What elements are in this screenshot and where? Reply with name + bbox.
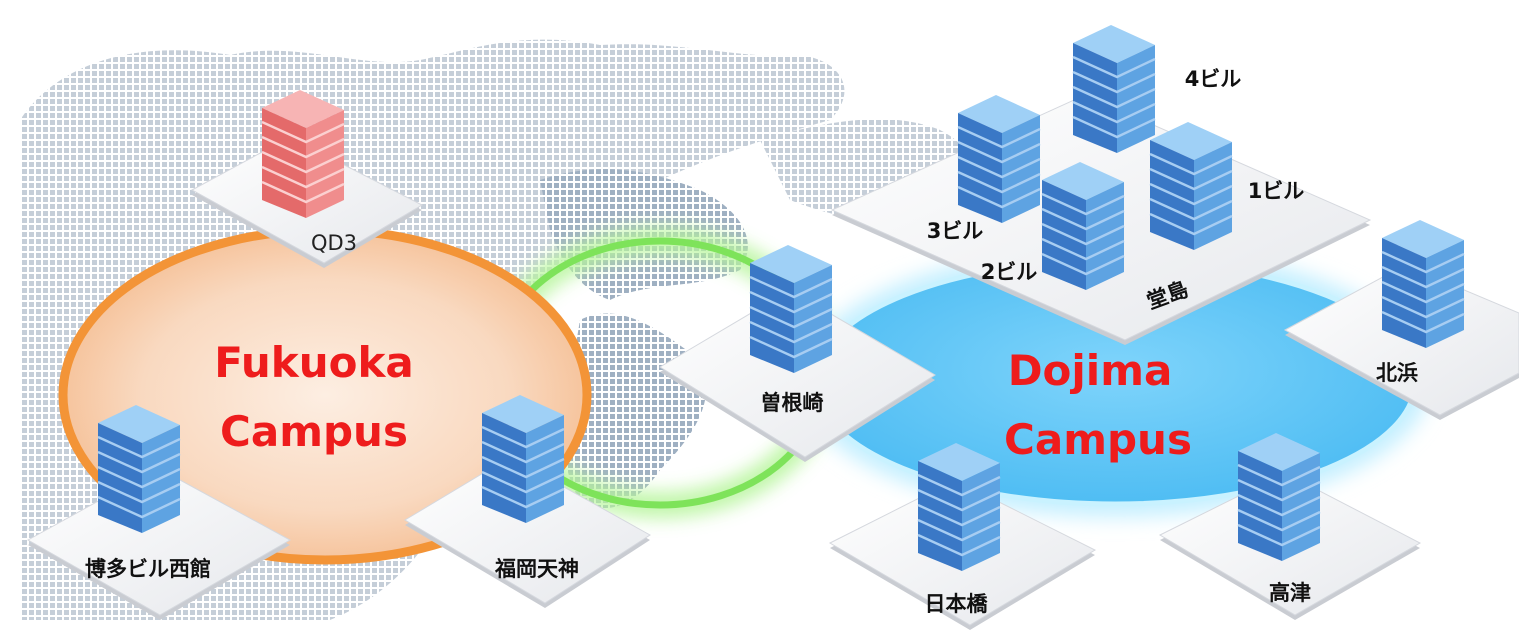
server-building-icon	[96, 403, 182, 535]
site-label-hakata: 博多ビル西館	[85, 557, 211, 581]
server-building-icon	[956, 93, 1042, 225]
bldg-label-1: 1ビル	[1248, 179, 1305, 203]
fukuoka-campus-title-line1: Fukuoka	[214, 338, 413, 387]
server-building-icon	[1040, 160, 1126, 292]
site-label-fukuoka-tenjin: 福岡天神	[494, 557, 579, 581]
site-label-kozu: 高津	[1269, 581, 1311, 605]
server-building-icon	[1071, 23, 1157, 155]
bldg-label-2: 2ビル	[981, 260, 1038, 284]
bldg-label-3: 3ビル	[927, 219, 984, 243]
server-building-icon	[1236, 431, 1322, 563]
site-label-qd3: QD3	[311, 231, 357, 255]
fukuoka-campus-title-line2: Campus	[220, 407, 408, 456]
server-building-icon	[1148, 120, 1234, 252]
dojima-campus-title-line1: Dojima	[1008, 346, 1173, 395]
dojima-campus-title-line2: Campus	[1004, 415, 1192, 464]
server-building-icon	[1380, 218, 1466, 350]
site-kitahama: 北浜	[1283, 218, 1519, 420]
site-fukuoka-tenjin: 福岡天神	[404, 393, 651, 608]
site-label-kitahama: 北浜	[1376, 361, 1418, 385]
site-qd3: QD3	[190, 88, 424, 268]
server-building-icon	[748, 243, 834, 375]
site-sonezaki: 曽根崎	[659, 243, 936, 462]
server-building-icon	[480, 393, 566, 525]
bldg-label-4: 4ビル	[1185, 67, 1242, 91]
site-nihonbashi: 日本橋	[828, 441, 1097, 630]
server-building-icon	[916, 441, 1002, 573]
site-dojima: 4ビル 1ビル 3ビル 2ビル 堂島	[830, 23, 1372, 345]
site-label-nihonbashi: 日本橋	[925, 592, 989, 616]
site-hakata: 博多ビル西館	[26, 403, 292, 620]
server-building-icon	[260, 88, 346, 220]
site-label-sonezaki: 曽根崎	[761, 391, 824, 415]
site-kozu: 高津	[1158, 431, 1422, 620]
